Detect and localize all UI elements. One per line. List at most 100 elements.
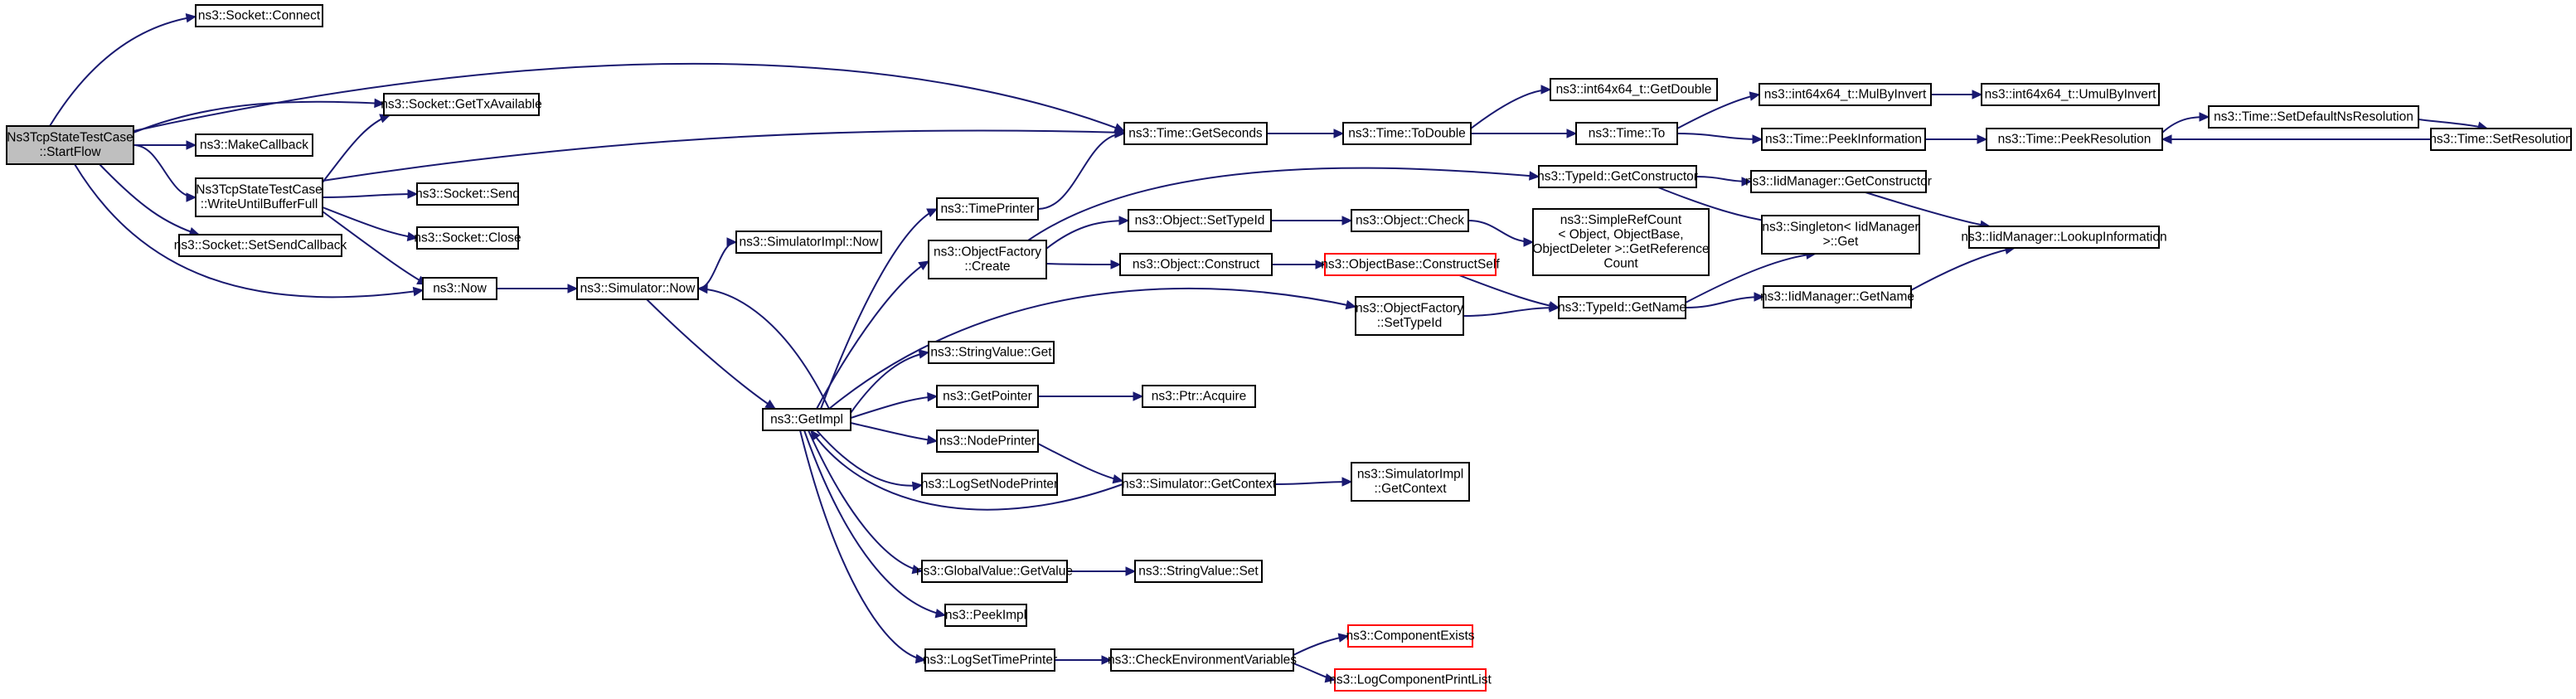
node-box — [1334, 668, 1487, 692]
node-box — [1763, 285, 1912, 308]
arrowhead-icon — [1529, 171, 1540, 181]
edge-writeuntil-to-close — [322, 206, 419, 241]
node-label: ns3::CheckEnvironmentVariables — [1108, 653, 1297, 667]
node-gettxavailable[interactable]: ns3::Socket::GetTxAvailable — [381, 93, 542, 116]
node-nodeprinter[interactable]: ns3::NodePrinter — [936, 430, 1039, 453]
node-box — [936, 385, 1039, 408]
node-timeprinter[interactable]: ns3::TimePrinter — [936, 197, 1039, 221]
arrowhead-icon — [406, 231, 419, 241]
node-box — [195, 4, 323, 27]
edge-getimpl-to-nodeprinter — [850, 422, 939, 445]
node-mulbyinvert[interactable]: ns3::int64x64_t::MulByInvert — [1759, 83, 1932, 106]
arrowhead-icon — [1977, 134, 1988, 144]
node-objcheck[interactable]: ns3::Object::Check — [1351, 209, 1469, 232]
node-setsendcallback[interactable]: ns3::Socket::SetSendCallback — [174, 234, 347, 257]
node-box — [1110, 648, 1294, 672]
node-simimplnow[interactable]: ns3::SimulatorImpl::Now — [735, 231, 882, 254]
arrowhead-icon — [1549, 303, 1560, 313]
node-label: ns3::Socket::Close — [414, 231, 521, 245]
node-singletonget[interactable]: ns3::Singleton< IidManager>::Get — [1761, 215, 1920, 255]
node-label: ns3::Singleton< IidManager — [1762, 221, 1919, 235]
node-makecallback[interactable]: ns3::MakeCallback — [195, 133, 313, 157]
arrowhead-icon — [1341, 477, 1353, 487]
node-startflow[interactable]: Ns3TcpStateTestCase::StartFlow — [6, 125, 134, 165]
node-timeto[interactable]: ns3::Time::To — [1575, 122, 1678, 145]
node-connect[interactable]: ns3::Socket::Connect — [195, 4, 323, 27]
node-objsettypeid[interactable]: ns3::Object::SetTypeId — [1128, 209, 1272, 232]
edge-line — [1470, 89, 1551, 129]
node-gettseconds[interactable]: ns3::Time::GetSeconds — [1123, 122, 1268, 145]
node-getpointer[interactable]: ns3::GetPointer — [936, 385, 1039, 408]
node-ofcreate[interactable]: ns3::ObjectFactory::Create — [928, 240, 1047, 279]
arrowhead-icon — [2199, 112, 2210, 122]
node-getconstructor[interactable]: ns3::TypeId::GetConstructor — [1537, 165, 1698, 188]
arrowhead-icon — [374, 98, 386, 109]
node-label: Ns3TcpStateTestCase — [196, 183, 323, 197]
node-label: ns3::ComponentExists — [1346, 629, 1474, 643]
node-typeidgetname[interactable]: ns3::TypeId::GetName — [1558, 296, 1686, 319]
arrowhead-icon — [1324, 673, 1337, 683]
node-objconstruct[interactable]: ns3::Object::Construct — [1119, 253, 1273, 276]
node-simnow[interactable]: ns3::Simulator::Now — [576, 277, 699, 300]
edge-line — [816, 430, 923, 487]
node-label: ns3::Time::To — [1589, 126, 1665, 140]
arrowhead-icon — [726, 237, 738, 247]
edge-line — [133, 62, 1125, 132]
node-umulbyinvert[interactable]: ns3::int64x64_t::UmulByInvert — [1981, 83, 2160, 106]
node-writeuntil[interactable]: Ns3TcpStateTestCase::WriteUntilBufferFul… — [195, 177, 323, 217]
node-label: ns3::Time::PeekResolution — [1998, 132, 2152, 146]
node-ptracquire[interactable]: ns3::Ptr::Acquire — [1142, 385, 1256, 408]
arrowhead-icon — [1741, 177, 1753, 187]
node-label: ns3::Socket::Connect — [198, 8, 321, 22]
edge-getconstructor-to-iidgetconstructor — [1696, 176, 1753, 187]
node-box — [921, 560, 1068, 583]
node-stringset[interactable]: ns3::StringValue::Set — [1134, 560, 1263, 583]
node-lookupinfo[interactable]: ns3::IidManager::LookupInformation — [1961, 226, 2167, 249]
node-box — [924, 648, 1055, 672]
node-close[interactable]: ns3::Socket::Close — [414, 226, 522, 250]
node-todouble[interactable]: ns3::Time::ToDouble — [1342, 122, 1472, 145]
edge-checkenv-to-componentexists — [1293, 633, 1350, 656]
node-logcomponentprintlist[interactable]: ns3::LogComponentPrintList — [1329, 668, 1492, 692]
arrowhead-icon — [1114, 129, 1126, 138]
node-peekimpl[interactable]: ns3::PeekImpl — [944, 604, 1027, 627]
node-box — [1347, 624, 1473, 648]
node-label: ns3::IidManager::GetConstructor — [1745, 174, 1932, 188]
node-simgetcontext[interactable]: ns3::Simulator::GetContext — [1122, 473, 1277, 496]
node-simimplgetcontext[interactable]: ns3::SimulatorImpl::GetContext — [1351, 462, 1470, 502]
node-peekres[interactable]: ns3::Time::PeekResolution — [1986, 128, 2163, 151]
node-label: Count — [1603, 257, 1638, 271]
node-peekinfo[interactable]: ns3::Time::PeekInformation — [1761, 128, 1926, 151]
edge-line — [99, 163, 200, 235]
node-setdefaultns[interactable]: ns3::Time::SetDefaultNsResolution — [2208, 105, 2419, 129]
node-checkenv[interactable]: ns3::CheckEnvironmentVariables — [1108, 648, 1297, 672]
edge-setres-to-peekres — [2161, 134, 2431, 144]
edge-line — [850, 422, 938, 442]
node-iidgetconstructor[interactable]: ns3::IidManager::GetConstructor — [1745, 170, 1932, 193]
node-logsettimeprinter[interactable]: ns3::LogSetTimePrinter — [923, 648, 1057, 672]
node-setres[interactable]: ns3::Time::SetResolution — [2429, 128, 2573, 151]
node-int64getdouble[interactable]: ns3::int64x64_t::GetDouble — [1550, 78, 1718, 101]
node-now[interactable]: ns3::Now — [422, 277, 497, 300]
node-label: ObjectDeleter >::GetReference — [1532, 242, 1709, 256]
node-label: ns3::int64x64_t::UmulByInvert — [1985, 87, 2156, 101]
node-box — [1142, 385, 1256, 408]
node-simplerefcount[interactable]: ns3::SimpleRefCount< Object, ObjectBase,… — [1532, 208, 1710, 276]
node-box — [936, 197, 1039, 221]
node-ofsettypeid[interactable]: ns3::ObjectFactory::SetTypeId — [1355, 296, 1464, 336]
node-send[interactable]: ns3::Socket::Send — [415, 182, 520, 206]
node-label: ns3::Now — [433, 281, 487, 295]
node-constructself[interactable]: ns3::ObjectBase::ConstructSelf — [1321, 253, 1500, 276]
arrowhead-icon — [918, 260, 930, 270]
node-box — [2208, 105, 2419, 129]
node-logsetnodeprinter[interactable]: ns3::LogSetNodePrinter — [921, 473, 1058, 496]
node-componentexists[interactable]: ns3::ComponentExists — [1346, 624, 1475, 648]
node-gvgetvalue[interactable]: ns3::GlobalValue::GetValue — [916, 560, 1073, 583]
edge-startflow-to-setsendcallback — [99, 163, 201, 236]
arrowhead-icon — [1101, 655, 1113, 665]
node-stringget[interactable]: ns3::StringValue::Get — [928, 341, 1055, 364]
node-getimpl[interactable]: ns3::GetImpl — [762, 408, 851, 431]
node-label: < Object, ObjectBase, — [1558, 228, 1683, 242]
node-iidgetname[interactable]: ns3::IidManager::GetName — [1760, 285, 1914, 308]
edge-getimpl-to-stringget — [850, 349, 930, 414]
